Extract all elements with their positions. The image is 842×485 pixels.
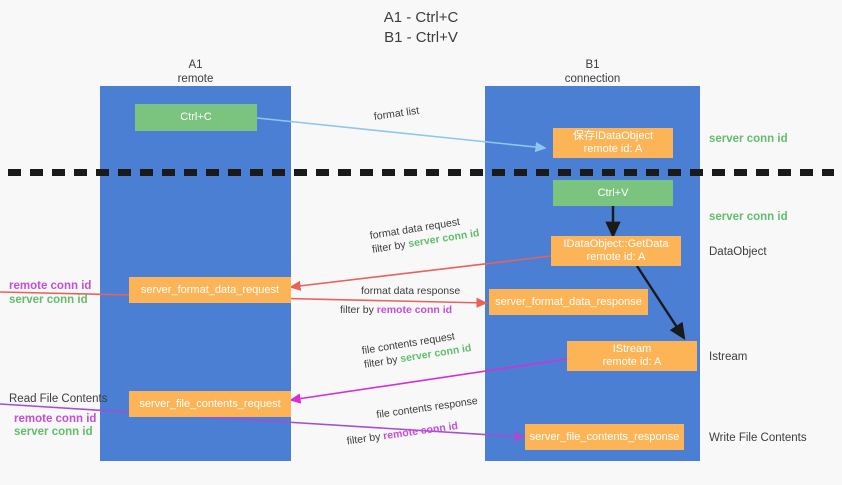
box-idataobject-getdata-line1: IDataObject::GetData xyxy=(563,238,669,250)
edge-label-format-data-response-filter: filter by remote conn id xyxy=(340,303,460,317)
box-ctrl-v-label: Ctrl+V xyxy=(597,186,629,199)
edge-label-file-contents-response-filter: filter by remote conn id xyxy=(346,416,482,449)
edge-label-format-list-text: format list xyxy=(373,104,420,123)
right-label-istream: Istream xyxy=(709,351,748,363)
title-line-1: A1 - Ctrl+C xyxy=(383,9,459,26)
left-label-file-remote-conn-id: remote conn id xyxy=(14,413,97,425)
box-idataobject-saved[interactable]: 保存IDataObject remote id: A xyxy=(553,128,673,158)
box-idataobject-saved-line1: 保存IDataObject xyxy=(572,130,654,142)
edge-label-format-data-response: format data response filter by remote co… xyxy=(340,284,461,317)
box-idataobject-getdata[interactable]: IDataObject::GetData remote id: A xyxy=(551,236,681,266)
filter-prefix: filter by xyxy=(346,430,385,448)
left-label-read-file-contents: Read File Contents xyxy=(9,393,108,405)
box-ctrl-c[interactable]: Ctrl+C xyxy=(135,104,257,131)
box-ctrl-v[interactable]: Ctrl+V xyxy=(553,180,673,206)
box-istream-line1: IStream xyxy=(612,343,652,355)
left-label-format-server-conn-id: server conn id xyxy=(9,294,88,306)
filter-tag-remote-conn-id: remote conn id xyxy=(382,419,459,443)
edge-label-format-data-response-text: format data response xyxy=(361,285,461,297)
box-idataobject-getdata-line2: remote id: A xyxy=(586,251,646,263)
right-label-write-file-contents: Write File Contents xyxy=(709,432,807,444)
right-label-server-conn-id-mid: server conn id xyxy=(709,211,788,223)
column-header-a1: A1 remote xyxy=(130,58,261,86)
box-idataobject-saved-line2: remote id: A xyxy=(583,143,643,155)
filter-prefix: filter by xyxy=(340,304,377,316)
left-label-format-remote-conn-id: remote conn id xyxy=(9,280,92,292)
column-header-a1-sub: remote xyxy=(177,73,214,85)
box-server-file-contents-response-label: server_file_contents_response xyxy=(529,430,680,443)
box-server-format-data-request-label: server_format_data_request xyxy=(140,283,280,296)
box-server-file-contents-response[interactable]: server_file_contents_response xyxy=(525,424,684,450)
box-server-format-data-response-label: server_format_data_response xyxy=(495,295,642,308)
right-label-dataobject: DataObject xyxy=(709,246,767,258)
column-header-b1: B1 connection xyxy=(527,58,658,86)
box-server-file-contents-request[interactable]: server_file_contents_request xyxy=(129,391,291,417)
page-title: A1 - Ctrl+C B1 - Ctrl+V xyxy=(0,8,842,48)
column-header-a1-name: A1 xyxy=(188,59,203,71)
box-istream[interactable]: IStream remote id: A xyxy=(567,341,697,371)
left-label-file-server-conn-id: server conn id xyxy=(14,426,93,438)
edge-label-file-contents-request: file contents request filter by server c… xyxy=(361,327,473,372)
edge-label-file-contents-response: file contents response filter by remote … xyxy=(346,394,481,447)
box-server-format-data-response[interactable]: server_format_data_response xyxy=(489,289,648,315)
box-server-format-data-request[interactable]: server_format_data_request xyxy=(129,277,291,303)
box-ctrl-c-label: Ctrl+C xyxy=(180,111,212,123)
edge-label-format-list: format list xyxy=(373,104,420,124)
edge-label-format-data-request: format data request filter by server con… xyxy=(369,212,481,257)
time-divider-dashed-line xyxy=(8,169,834,176)
column-header-b1-sub: connection xyxy=(564,73,621,85)
title-line-2: B1 - Ctrl+V xyxy=(384,29,458,46)
filter-tag-remote-conn-id: remote conn id xyxy=(376,304,453,316)
column-header-b1-name: B1 xyxy=(585,59,600,71)
box-server-file-contents-request-label: server_file_contents_request xyxy=(139,397,281,410)
right-label-server-conn-id-top: server conn id xyxy=(709,133,788,145)
box-istream-line2: remote id: A xyxy=(602,356,662,368)
